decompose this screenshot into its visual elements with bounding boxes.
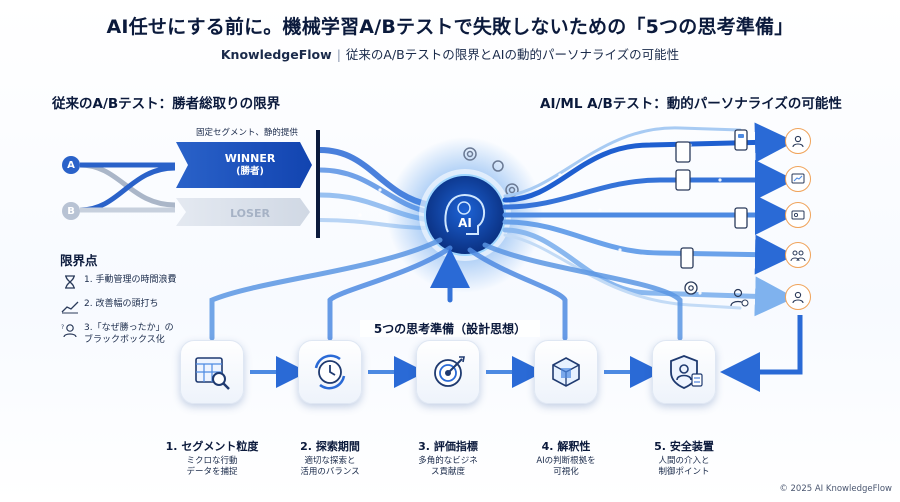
page-subtitle: KnowledgeFlow | 従来のA/Bテストの限界とAIの動的パーソナライズの… [0,44,900,63]
smartphone-chat-icon [730,128,752,152]
step-title: 1. セグメント粒度 [165,440,259,453]
confused-person-icon: ? [61,324,77,338]
step-description: 人間の介入と 制御ポイント [658,456,710,478]
winner-label: WINNER [224,151,276,165]
clock-cycle-icon [314,354,346,390]
winner-sub-label: (勝者) [236,165,264,177]
user-group-icon [785,242,811,268]
limit-item: 2. 改善幅の頭打ち [60,298,158,314]
settings-gear-icon [680,276,702,300]
limits-heading: 限界点 [60,253,98,268]
limit-text: 3.「なぜ勝ったか」の ブラックボックス化 [84,323,174,346]
step-card-interpretability [534,340,598,404]
variant-a-badge: A [62,156,80,174]
brand-name: KnowledgeFlow [220,47,332,62]
step-title: 3. 評価指標 [418,440,478,453]
step-description: ミクロな行動 データを捕捉 [186,456,238,478]
tablet-icon [672,168,694,192]
step-description: 多角的なビジネ ス貢献度 [418,456,478,478]
subtitle-separator: | [336,47,341,62]
shield-user-icon [670,355,703,389]
trend-plateau-icon [61,301,79,314]
svg-text:?: ? [61,324,64,331]
ai-ml-ab-heading: AI/ML A/Bテスト：動的パーソナライズの可能性 [540,96,842,112]
step-description: 適切な探索と 活用のバランス [300,456,360,478]
target-arrow-icon [434,356,465,387]
id-card-icon [785,202,811,228]
step-description: AIの判断根拠を 可視化 [536,456,596,478]
design-principles-heading: 5つの思考準備（設計思想） [360,320,540,337]
hourglass-icon [65,275,75,289]
user-profile-icon [785,128,811,154]
transparent-cube-icon [552,357,580,387]
ai-hub-label: AI [458,216,472,230]
winner-arrow: WINNER (勝者) [190,140,310,190]
limit-item: ? 3.「なぜ勝ったか」の ブラックボックス化 [60,322,174,346]
variant-b-badge: B [62,202,80,220]
loser-arrow: LOSER [190,200,310,226]
smartphone-icon [730,206,752,230]
grid-magnifier-icon [195,357,230,390]
subtitle-text: 従来のA/Bテストの限界とAIの動的パーソナライズの可能性 [345,47,680,62]
tablet-icon [672,140,694,164]
limit-text: 1. 手動管理の時間浪費 [84,275,177,285]
loser-label: LOSER [230,206,270,220]
step-title: 5. 安全装置 [654,440,714,453]
analytics-chart-icon [785,166,811,192]
step-card-segment [180,340,244,404]
step-card-exploration [298,340,362,404]
limit-item: 1. 手動管理の時間浪費 [60,274,176,290]
page-title: AI任せにする前に。機械学習A/Bテストで失敗しないための「5つの思考準備」 [106,16,794,38]
step-title: 2. 探索期間 [300,440,360,453]
fixed-segment-note: 固定セグメント、静的提供 [196,128,298,138]
user-female-icon [785,284,811,310]
copyright-notice: © 2025 AI KnowledgeFlow [779,484,892,494]
limit-text: 2. 改善幅の頭打ち [84,299,159,309]
user-money-icon [728,286,750,310]
step-title: 4. 解釈性 [541,440,591,453]
traditional-ab-heading: 従来のA/Bテスト：勝者総取りの限界 [52,96,281,112]
step-card-safety [652,340,716,404]
step-card-metrics [416,340,480,404]
smartphone-icon [676,246,698,270]
